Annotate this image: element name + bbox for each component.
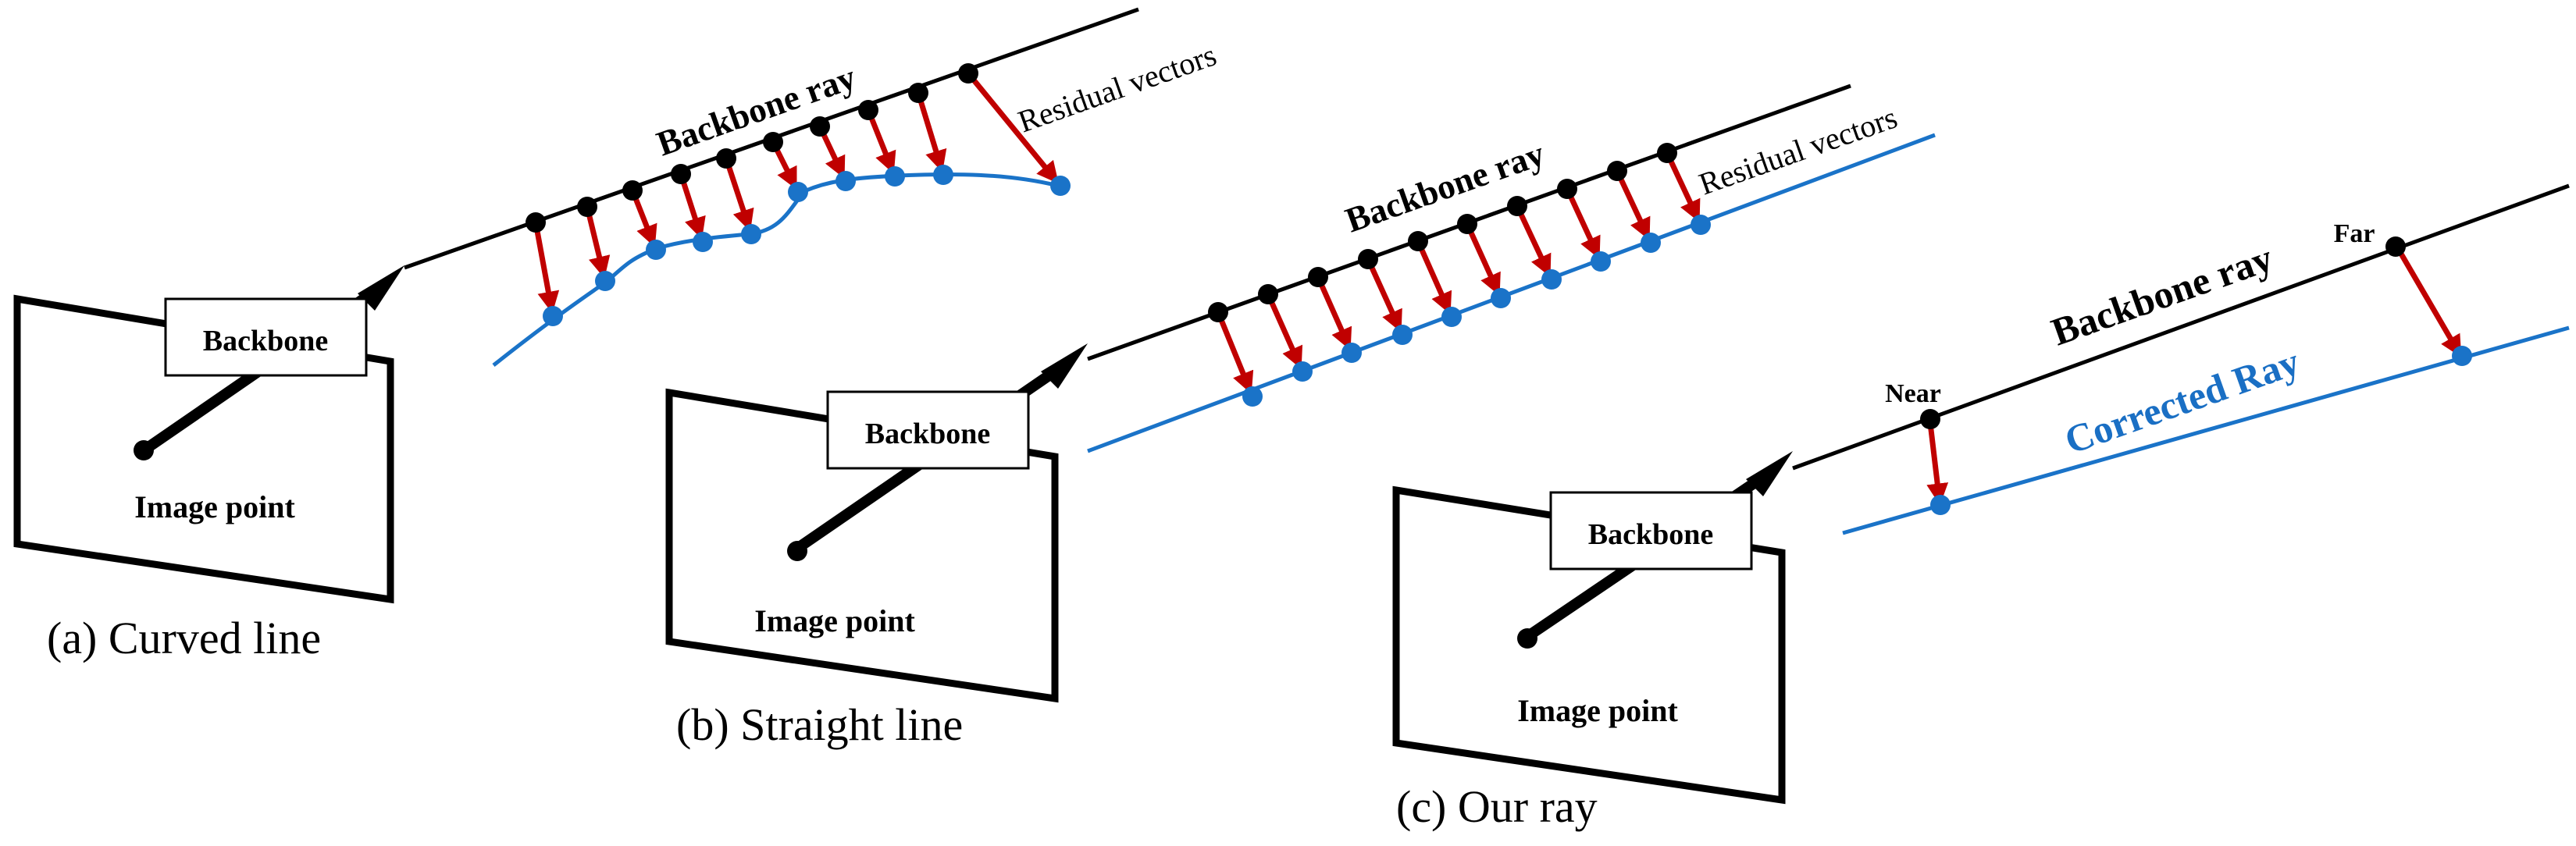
corrected-point [1491, 288, 1511, 308]
corrected-point [836, 171, 856, 191]
sample-point [1607, 161, 1627, 181]
sample-point [1557, 179, 1577, 199]
far-label: Far [2334, 219, 2375, 248]
image-point-dot-a [134, 440, 154, 460]
caption-a: (a) Curved line [47, 613, 321, 663]
sample-point [908, 83, 928, 103]
corrected-line-b [1087, 133, 1936, 453]
residual-arrow [966, 71, 1059, 184]
corrected-point [1641, 233, 1661, 253]
sample-point [1358, 249, 1378, 269]
residual-arrows-b [1215, 151, 1701, 394]
corrected-point [543, 306, 563, 326]
near-sample-point [1920, 409, 1940, 429]
sample-point [1507, 196, 1527, 216]
residual-arrow [1365, 258, 1402, 332]
image-point-label-c: Image point [1517, 693, 1678, 728]
sample-point [1208, 302, 1228, 322]
sample-points-a [526, 63, 1071, 326]
sample-point [810, 116, 830, 137]
sample-point [858, 100, 878, 120]
corrected-point [933, 165, 953, 185]
sample-point [622, 180, 643, 201]
far-corrected-point [2452, 346, 2472, 366]
corrected-point [1691, 215, 1711, 235]
corrected-point [1050, 176, 1071, 196]
backbone-box-a [164, 297, 368, 377]
backbone-label-a: Backbone [203, 325, 328, 357]
residual-arrow [1514, 204, 1552, 277]
image-point-dot-c [1517, 628, 1537, 649]
corrected-point [741, 224, 761, 244]
backbone-box-b [826, 390, 1030, 470]
image-point-dot-b [787, 541, 807, 561]
image-point-label-a: Image point [134, 489, 295, 524]
residual-arrow [723, 157, 754, 232]
image-point-label-b: Image point [754, 603, 915, 638]
residual-arrow [584, 206, 611, 279]
residual-arrow [1415, 240, 1452, 315]
backbone-ray-c [1792, 183, 2570, 471]
residual-arrow [1265, 293, 1303, 369]
sample-point [1308, 267, 1328, 287]
caption-b: (b) Straight line [676, 699, 963, 750]
corrected-point [1591, 251, 1611, 272]
sample-point [763, 132, 783, 152]
panel-c: Backbone Image point Near Far Backbone r… [1392, 183, 2570, 832]
sample-point [577, 197, 597, 217]
residual-arrow [533, 222, 560, 314]
near-corrected-point [1930, 495, 1951, 515]
residual-arrow [1614, 169, 1651, 240]
camera-direction-arrowhead-c [1746, 451, 1793, 496]
residual-arrow [915, 91, 947, 172]
corrected-point [1292, 361, 1313, 382]
backbone-label-b: Backbone [865, 418, 990, 450]
panel-a: Backbone Image point Backbone ray Residu… [13, 7, 1220, 663]
backbone-label-c: Backbone [1588, 518, 1713, 551]
residual-arrow [1664, 151, 1701, 222]
caption-c: (c) Our ray [1396, 781, 1598, 832]
corrected-point [1541, 269, 1562, 290]
panel-b: Backbone Image point Backbone ray Residu… [665, 84, 1936, 750]
camera-direction-arrowhead-a [358, 265, 404, 311]
corrected-point [885, 166, 905, 187]
sample-points-b [1208, 143, 1711, 407]
residual-arrow [1215, 311, 1254, 394]
residual-arrow [1564, 187, 1601, 259]
near-label: Near [1885, 379, 1941, 408]
sample-point [716, 148, 736, 169]
camera-direction-arrowhead-b [1041, 343, 1088, 389]
corrected-point [1392, 325, 1413, 345]
corrected-point [1441, 307, 1462, 327]
sample-point [671, 164, 691, 184]
corrected-point [595, 271, 615, 291]
sample-point [958, 63, 978, 84]
sample-point [1258, 284, 1278, 304]
far-residual-arrow [2396, 248, 2462, 357]
residual-arrow [1315, 275, 1352, 350]
backbone-box-c [1549, 491, 1753, 571]
residual-arrow [1464, 222, 1501, 296]
corrected-point [1341, 343, 1362, 363]
sample-point [1457, 214, 1477, 234]
sample-point [1657, 143, 1677, 163]
corrected-point [788, 182, 808, 202]
residual-vectors-label-a: Residual vectors [1014, 37, 1220, 139]
near-residual-arrow [1926, 422, 1949, 506]
corrected-point [646, 240, 666, 260]
corrected-line-c [1842, 325, 2570, 535]
corrected-point [693, 232, 713, 252]
far-sample-point [2385, 236, 2406, 257]
sample-point [526, 212, 546, 233]
backbone-ray-label-b: Backbone ray [1341, 133, 1550, 240]
sample-point [1408, 231, 1428, 251]
corrected-point [1242, 386, 1263, 407]
backbone-ray-label-c: Backbone ray [2046, 236, 2278, 354]
